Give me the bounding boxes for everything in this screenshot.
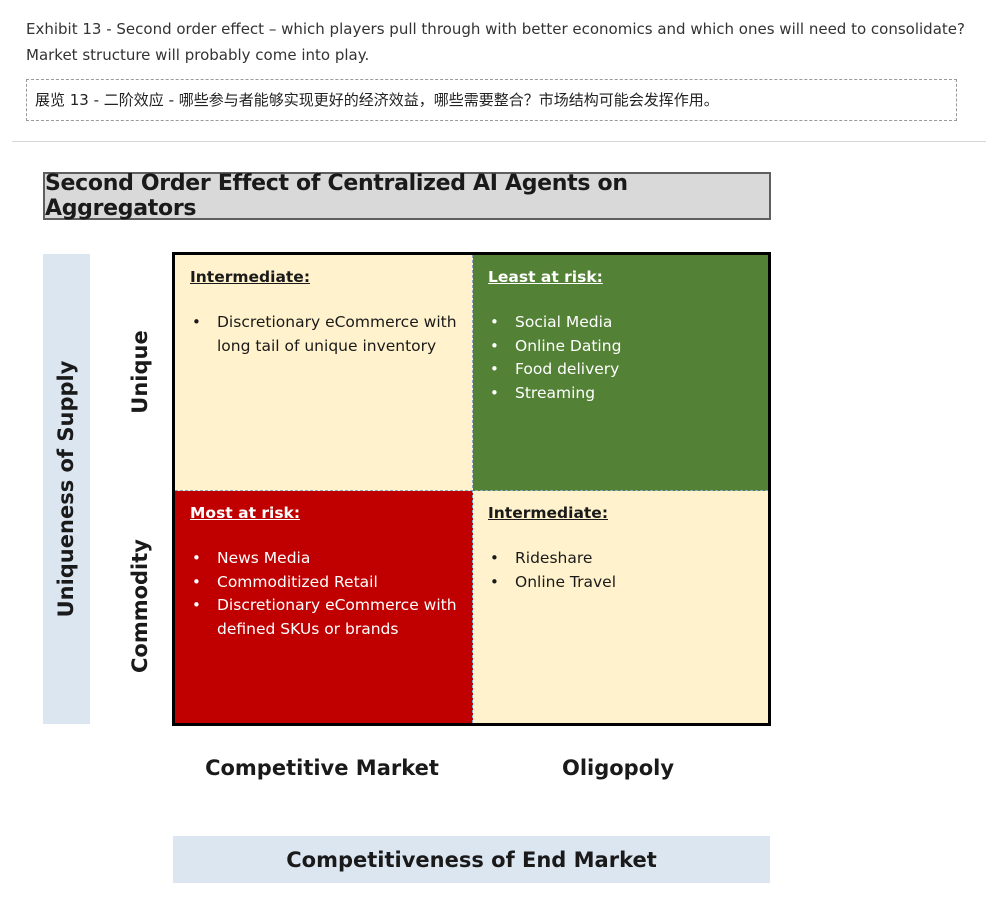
x-tick-competitive-market: Competitive Market — [205, 756, 439, 780]
list-item-text: Discretionary eCommerce with defined SKU… — [217, 596, 457, 638]
quadrant-list: • News Media • Commoditized Retail • Discre… — [190, 547, 459, 641]
quadrant-divider-horizontal — [175, 490, 768, 491]
exhibit-caption-chinese: 展览 13 - 二阶效应 - 哪些参与者能够实现更好的经济效益，哪些需要整合？市… — [26, 79, 957, 121]
bullet-icon: • — [192, 596, 201, 614]
list-item-text: Discretionary eCommerce with long tail o… — [217, 313, 457, 355]
quadrant-top-left: Intermediate: • Discretionary eCommerce w… — [175, 255, 473, 491]
x-axis-bar: Competitiveness of End Market — [173, 836, 770, 883]
bullet-icon: • — [490, 549, 499, 567]
list-item: • Streaming — [488, 382, 754, 406]
list-item: • Food delivery — [488, 358, 754, 382]
list-item: • Commoditized Retail — [190, 571, 459, 595]
quadrant-top-right: Least at risk: • Social Media • Online Dat… — [473, 255, 768, 491]
list-item-text: Online Dating — [515, 336, 622, 355]
y-tick-unique: Unique — [128, 330, 152, 414]
bullet-icon: • — [490, 572, 499, 591]
list-item-text: Streaming — [515, 383, 596, 402]
quadrant-heading: Most at risk: — [190, 504, 301, 522]
bullet-icon: • — [490, 383, 499, 402]
list-item: • Online Travel — [488, 571, 754, 595]
bullet-icon: • — [192, 549, 201, 567]
bullet-icon: • — [490, 336, 499, 355]
list-item-text: Social Media — [515, 313, 613, 331]
y-axis-bar — [43, 254, 90, 724]
quadrant-bottom-left: Most at risk: • News Media • Commoditized … — [175, 491, 473, 723]
risk-matrix: Intermediate: • Discretionary eCommerce w… — [172, 252, 771, 726]
list-item-text: Food delivery — [515, 360, 620, 378]
bullet-icon: • — [490, 360, 499, 378]
list-item-text: News Media — [217, 549, 311, 567]
list-item: • Discretionary eCommerce with long tail … — [190, 311, 459, 358]
separator-line — [12, 141, 986, 142]
quadrant-heading: Intermediate: — [488, 504, 609, 522]
diagram-title: Second Order Effect of Centralized AI Ag… — [43, 171, 771, 221]
list-item-text: Online Travel — [515, 572, 616, 591]
quadrant-list: • Social Media • Online Dating • Food deliv… — [488, 311, 754, 405]
y-axis-label: Uniqueness of Supply — [54, 360, 78, 618]
bullet-icon: • — [192, 313, 201, 331]
quadrant-list: • Rideshare • Online Travel — [488, 547, 754, 594]
list-item: • Online Dating — [488, 335, 754, 359]
list-item: • Discretionary eCommerce with defined SK… — [190, 594, 459, 641]
list-item-text: Rideshare — [515, 549, 593, 567]
quadrant-list: • Discretionary eCommerce with long tail … — [190, 311, 459, 358]
x-tick-oligopoly: Oligopoly — [561, 756, 675, 780]
quadrant-heading: Intermediate: — [190, 268, 311, 286]
bullet-icon: • — [192, 572, 201, 591]
quadrant-divider-vertical — [472, 255, 473, 723]
list-item: • Rideshare — [488, 547, 754, 571]
quadrant-bottom-right: Intermediate: • Rideshare • Online Travel — [473, 491, 768, 723]
bullet-icon: • — [490, 313, 499, 331]
quadrant-heading: Least at risk: — [488, 268, 603, 286]
x-axis-label: Competitiveness of End Market — [286, 847, 657, 872]
exhibit-caption: Exhibit 13 - Second order effect – which… — [26, 20, 965, 64]
list-item: • Social Media — [488, 311, 754, 335]
list-item: • News Media — [190, 547, 459, 571]
list-item-text: Commoditized Retail — [217, 572, 378, 591]
y-tick-commodity: Commodity — [128, 539, 152, 673]
